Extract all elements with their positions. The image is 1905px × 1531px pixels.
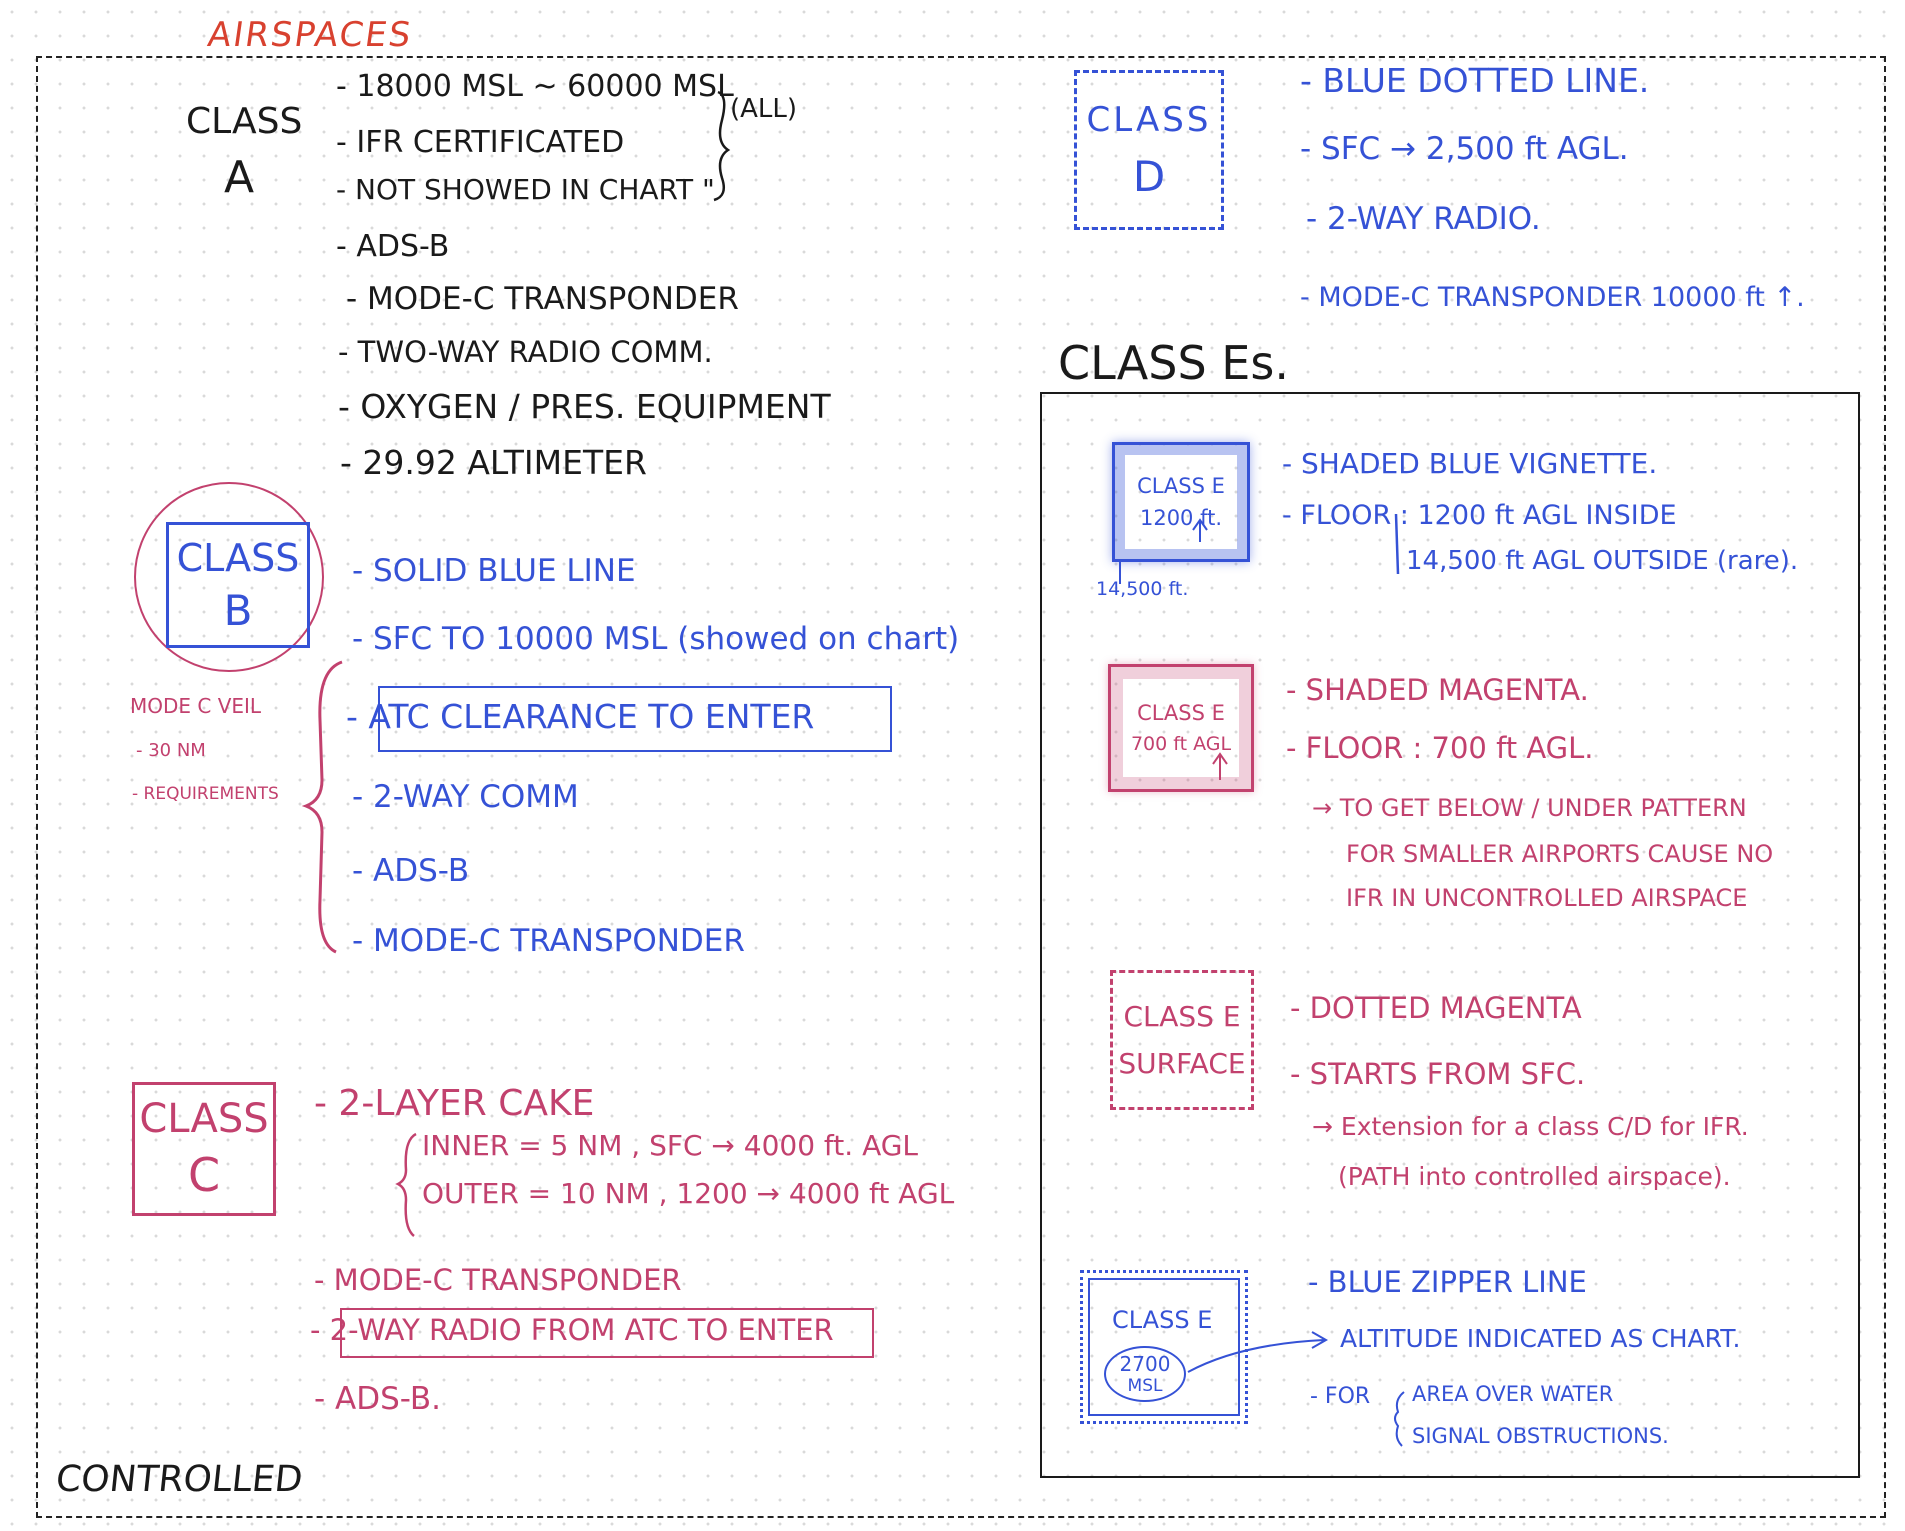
class-a-label-line1: CLASS [186, 101, 303, 142]
class-a-item-8: - 29.92 ALTIMETER [340, 443, 647, 482]
class-a-item-6: - TWO-WAY RADIO COMM. [338, 335, 713, 369]
class-e-vignette-symbol: CLASS E 1200 ft. [1112, 442, 1250, 562]
class-e-zipper-arrow [1187, 1331, 1329, 1373]
class-b-item-5: - ADS-B [352, 853, 470, 889]
class-e-vignette-bracket [1394, 513, 1400, 575]
class-b-veil-note-3: - REQUIREMENTS [132, 784, 279, 804]
class-e-vignette-under-box: 14,500 ft. [1096, 578, 1189, 600]
class-c-item-4: - MODE-C TRANSPONDER [314, 1263, 682, 1297]
class-es-box [1040, 392, 1860, 1478]
class-b-item-2: - SFC TO 10000 MSL (showed on chart) [352, 621, 960, 657]
class-e-vignette-floor-arrow [1192, 518, 1208, 542]
class-e-surface-item-4: (PATH into controlled airspace). [1338, 1162, 1731, 1191]
class-b-item-3: - ATC CLEARANCE TO ENTER [346, 697, 815, 736]
class-e-surface-item-1: - DOTTED MAGENTA [1290, 991, 1582, 1025]
class-c-radio-box [340, 1308, 874, 1358]
class-e-magenta-box-line1: CLASS E [1137, 701, 1225, 725]
class-e-magenta-item-2: - FLOOR : 700 ft AGL. [1286, 731, 1594, 765]
class-e-magenta-symbol: CLASS E 700 ft AGL [1108, 664, 1254, 792]
class-b-veil-circle [134, 482, 324, 672]
class-b-item-1: - SOLID BLUE LINE [352, 553, 636, 589]
class-c-item-1: - 2-LAYER CAKE [314, 1083, 595, 1124]
class-c-item-2: INNER = 5 NM , SFC → 4000 ft. AGL [422, 1129, 919, 1162]
class-b-label-line1: CLASS [176, 535, 300, 580]
class-e-zipper-brace [1394, 1391, 1405, 1447]
class-a-item-1: - 18000 MSL ~ 60000 MSL [336, 69, 734, 104]
class-c-item-6: - ADS-B. [314, 1381, 441, 1417]
class-e-zipper-item-2: ALTITUDE INDICATED AS CHART. [1340, 1324, 1741, 1353]
class-b-veil-note-2: - 30 NM [136, 740, 206, 761]
class-c-item-5: - 2-WAY RADIO FROM ATC TO ENTER [310, 1313, 834, 1347]
class-a-item-4: - ADS-B [336, 229, 450, 264]
class-c-symbol: CLASS C [132, 1082, 276, 1216]
class-c-brace [395, 1132, 417, 1237]
class-e-zipper-item-5: SIGNAL OBSTRUCTIONS. [1412, 1424, 1669, 1448]
class-d-item-2: - SFC → 2,500 ft AGL. [1300, 131, 1629, 167]
class-e-zipper-item-3: - FOR [1310, 1384, 1371, 1409]
class-d-label-line2: D [1132, 151, 1166, 201]
class-b-clearance-box [378, 686, 892, 752]
class-d-symbol: CLASS D [1074, 70, 1224, 230]
class-b-item-6: - MODE-C TRANSPONDER [352, 923, 745, 959]
class-e-zipper-box-line1: CLASS E [1112, 1306, 1213, 1334]
class-e-surface-item-2: - STARTS FROM SFC. [1290, 1057, 1586, 1091]
class-a-label-line2: A [224, 152, 255, 203]
class-a-item-3: - NOT SHOWED IN CHART " [336, 173, 715, 206]
class-c-label-line1: CLASS [139, 1096, 269, 1142]
class-d-item-1: - BLUE DOTTED LINE. [1300, 61, 1650, 100]
class-e-vignette-item-3: 14,500 ft AGL OUTSIDE (rare). [1406, 546, 1799, 576]
class-a-item-2: - IFR CERTIFICATED [336, 125, 625, 160]
class-e-magenta-box-line2: 700 ft AGL [1130, 733, 1232, 755]
class-e-vignette-item-2: - FLOOR : 1200 ft AGL INSIDE [1282, 500, 1677, 531]
class-e-vignette-box-line2: 1200 ft. [1139, 506, 1223, 530]
class-e-zipper-oval: 2700 MSL [1104, 1346, 1186, 1402]
class-e-magenta-item-4: FOR SMALLER AIRPORTS CAUSE NO [1346, 840, 1774, 868]
class-c-label-line2: C [187, 1148, 221, 1202]
class-e-magenta-floor-arrow [1212, 752, 1228, 780]
class-b-label-line2: B [223, 585, 253, 635]
controlled-frame [36, 56, 1886, 1518]
class-e-zipper-oval-line2: MSL [1127, 1376, 1163, 1396]
class-d-item-4: - MODE-C TRANSPONDER 10000 ft ↑. [1300, 282, 1805, 313]
class-es-heading: CLASS Es. [1058, 336, 1289, 390]
class-e-surface-box-line2: SURFACE [1118, 1047, 1246, 1080]
class-e-zipper-oval-line1: 2700 [1119, 1352, 1171, 1376]
class-c-item-3: OUTER = 10 NM , 1200 → 4000 ft AGL [422, 1177, 955, 1210]
class-b-symbol: CLASS B [166, 522, 310, 648]
class-e-surface-item-3: → Extension for a class C/D for IFR. [1312, 1112, 1749, 1141]
class-e-surface-symbol: CLASS E SURFACE [1110, 970, 1254, 1110]
class-e-magenta-item-3: → TO GET BELOW / UNDER PATTERN [1312, 794, 1747, 822]
class-a-item-7: - OXYGEN / PRES. EQUIPMENT [338, 387, 831, 426]
class-e-surface-box-line1: CLASS E [1123, 1000, 1241, 1033]
class-b-brace [301, 660, 343, 954]
class-e-zipper-item-4: AREA OVER WATER [1412, 1382, 1614, 1406]
class-e-vignette-item-1: - SHADED BLUE VIGNETTE. [1282, 447, 1658, 480]
class-a-bracket-note: (ALL) [730, 94, 798, 124]
class-b-item-4: - 2-WAY COMM [352, 779, 579, 815]
class-e-magenta-item-1: - SHADED MAGENTA. [1286, 673, 1589, 707]
class-d-item-3: - 2-WAY RADIO. [1306, 201, 1541, 237]
class-b-veil-note-1: MODE C VEIL [130, 694, 262, 718]
class-a-item-5: - MODE-C TRANSPONDER [346, 281, 739, 317]
class-e-zipper-item-1: - BLUE ZIPPER LINE [1308, 1265, 1587, 1299]
class-e-magenta-item-5: IFR IN UNCONTROLLED AIRSPACE [1346, 884, 1748, 912]
class-d-label-line1: CLASS [1086, 99, 1212, 140]
class-e-zipper-symbol [1080, 1270, 1248, 1424]
class-e-vignette-box-line1: CLASS E [1137, 474, 1225, 498]
class-a-brace [713, 90, 731, 202]
